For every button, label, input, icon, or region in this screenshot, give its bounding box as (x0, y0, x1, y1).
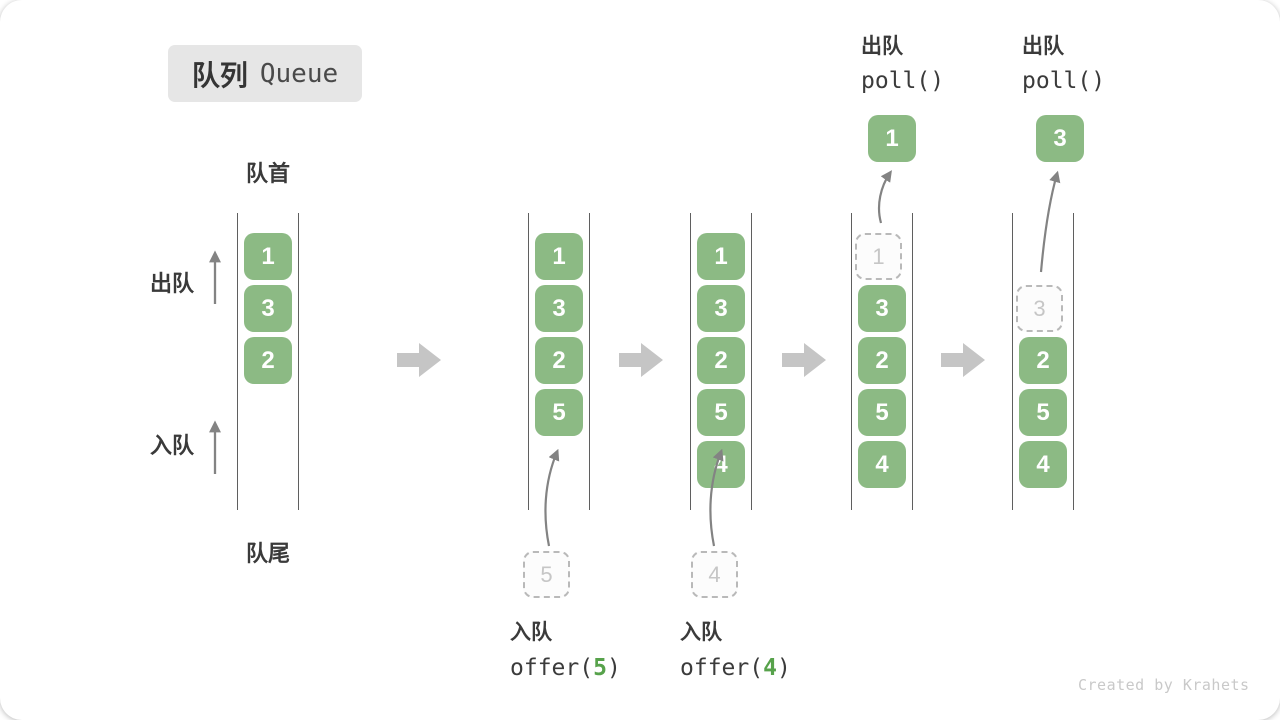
watermark: Created by Krahets (1078, 676, 1250, 694)
queue-cell: 1 (535, 233, 583, 280)
dequeue-code-label: poll() (1022, 68, 1106, 94)
queue-cell: 4 (1019, 441, 1067, 488)
dequeue-side-label: 出队 (150, 271, 195, 296)
title-chinese: 队列 (191, 59, 248, 91)
enqueue-side-label: 入队 (150, 433, 195, 458)
queue-cell: 2 (1019, 337, 1067, 384)
enqueue-caption: 入队 offer(4) (680, 616, 791, 681)
queue-cell: 3 (858, 285, 906, 332)
code-arg: 4 (763, 655, 777, 681)
dequeue-caption: 出队 poll() (1022, 30, 1105, 94)
code-post: ) (606, 655, 621, 681)
popped-value-box: 3 (1036, 115, 1084, 162)
queue-step-5: 3 2 5 4 (1012, 213, 1074, 510)
pending-value: 5 (540, 561, 553, 587)
enqueue-action-label: 入队 (680, 621, 722, 644)
code-post: ) (776, 655, 791, 681)
queue-cell: 5 (535, 389, 583, 436)
dequeue-caption: 出队 poll() (861, 30, 944, 94)
enqueue-action-label: 入队 (510, 621, 552, 644)
queue-step-1: 1 3 2 (237, 213, 299, 510)
queue-step-2: 1 3 2 5 (528, 213, 590, 510)
code-pre: offer( (510, 655, 594, 681)
step-arrow-icon (619, 343, 663, 377)
queue-cell: 5 (1019, 389, 1067, 436)
diagram-title: 队列 Queue (168, 45, 362, 102)
queue-cell: 1 (697, 233, 745, 280)
dequeue-action-label: 出队 (1022, 35, 1064, 58)
queue-head-label: 队首 (245, 161, 291, 186)
dequeued-ghost-slot: 1 (855, 233, 902, 280)
code-arg: 5 (593, 655, 607, 681)
queue-cell: 2 (858, 337, 906, 384)
queue-step-4: 1 3 2 5 4 (851, 213, 913, 510)
dequeue-action-label: 出队 (861, 35, 903, 58)
queue-cell: 4 (697, 441, 745, 488)
queue-tail-label: 队尾 (245, 541, 291, 566)
queue-cell: 2 (244, 337, 292, 384)
queue-cell: 3 (244, 285, 292, 332)
enqueue-code-label: offer(5) (510, 655, 621, 681)
step-arrow-icon (397, 343, 441, 377)
queue-cell: 1 (244, 233, 292, 280)
queue-cell: 2 (535, 337, 583, 384)
code-pre: offer( (680, 655, 764, 681)
queue-cell: 3 (697, 285, 745, 332)
queue-cell: 5 (858, 389, 906, 436)
title-english: Queue (259, 58, 339, 89)
dequeued-ghost-slot: 3 (1016, 285, 1063, 332)
step-arrow-icon (782, 343, 826, 377)
queue-cell: 3 (535, 285, 583, 332)
dequeue-code-label: poll() (861, 68, 945, 94)
popped-value: 1 (885, 124, 899, 152)
enqueue-code-label: offer(4) (680, 655, 791, 681)
pending-value: 4 (708, 561, 721, 587)
queue-cell: 4 (858, 441, 906, 488)
queue-cell: 5 (697, 389, 745, 436)
pending-enqueue-box: 4 (691, 551, 738, 598)
popped-value: 3 (1053, 124, 1067, 152)
queue-step-3: 1 3 2 5 4 (690, 213, 752, 510)
enqueue-caption: 入队 offer(5) (510, 616, 621, 681)
queue-cell: 2 (697, 337, 745, 384)
pending-enqueue-box: 5 (523, 551, 570, 598)
step-arrow-icon (941, 343, 985, 377)
popped-value-box: 1 (868, 115, 916, 162)
